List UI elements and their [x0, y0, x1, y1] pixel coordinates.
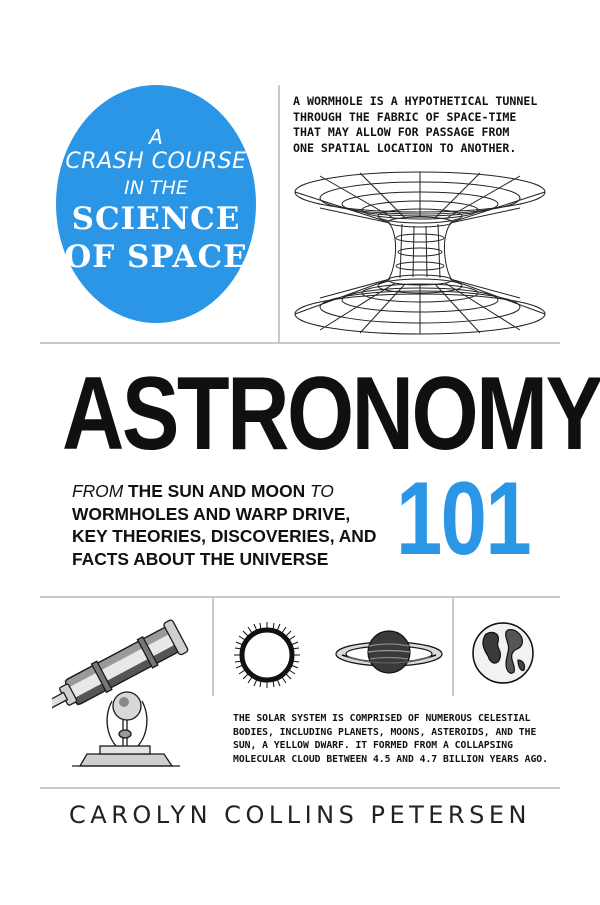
bottom-vertical-divider-1 [212, 596, 214, 696]
badge-line-4: SCIENCE [71, 201, 241, 237]
earth-globe-illustration [470, 620, 536, 686]
wormhole-caption-line: ONE SPATIAL LOCATION TO ANOTHER. [293, 140, 517, 155]
badge-line-5: OF SPACE [64, 239, 248, 275]
solar-caption-line: BODIES, INCLUDING PLANETS, MOONS, ASTERO… [233, 726, 537, 738]
subtitle-line-1: FROM THE SUN AND MOON TO [72, 480, 412, 503]
wormhole-caption-line: THAT MAY ALLOW FOR PASSAGE FROM [293, 125, 510, 139]
subtitle-line-2: WORMHOLES AND WARP DRIVE, [72, 503, 351, 524]
badge-line-3: IN THE [124, 177, 188, 199]
subtitle-from: FROM [72, 481, 124, 501]
book-subtitle: FROM THE SUN AND MOON TO WORMHOLES AND W… [72, 480, 412, 570]
subtitle-sun-moon: THE SUN AND MOON [123, 481, 310, 501]
solar-caption-line: MOLECULAR CLOUD BETWEEN 4.5 AND 4.7 BILL… [233, 753, 548, 765]
wormhole-caption: A WORMHOLE IS A HYPOTHETICAL TUNNEL THRO… [293, 94, 573, 156]
solar-caption-line: THE SOLAR SYSTEM IS COMPRISED OF NUMEROU… [233, 713, 531, 724]
subtitle-to: TO [310, 481, 334, 501]
top-vertical-divider [278, 85, 280, 342]
telescope-illustration [52, 606, 202, 778]
author-name: CAROLYN COLLINS PETERSEN [69, 801, 531, 829]
bottom-vertical-divider-2 [452, 596, 454, 696]
sun-illustration [230, 618, 304, 692]
wormhole-caption-line: THROUGH THE FABRIC OF SPACE-TIME [293, 109, 517, 124]
solar-caption-line: SUN, A YELLOW DWARF. IT FORMED FROM A CO… [233, 740, 513, 751]
wormhole-illustration [290, 164, 550, 339]
crash-course-badge: A CRASH COURSE IN THE SCIENCE OF SPACE [56, 85, 256, 323]
badge-line-2: CRASH COURSE [65, 149, 247, 174]
bottom-divider [40, 787, 560, 789]
book-title: ASTRONOMY [62, 356, 600, 472]
saturn-illustration [333, 624, 445, 684]
series-number: 101 [396, 461, 532, 577]
subtitle-line-3: KEY THEORIES, DISCOVERIES, AND [72, 526, 377, 546]
solar-system-caption: THE SOLAR SYSTEM IS COMPRISED OF NUMEROU… [233, 712, 563, 766]
subtitle-line-4: FACTS ABOUT THE UNIVERSE [72, 548, 329, 569]
top-divider [40, 342, 560, 344]
mid-divider [40, 596, 560, 598]
wormhole-caption-line: A WORMHOLE IS A HYPOTHETICAL TUNNEL [293, 94, 538, 108]
badge-line-1: A [149, 125, 163, 149]
